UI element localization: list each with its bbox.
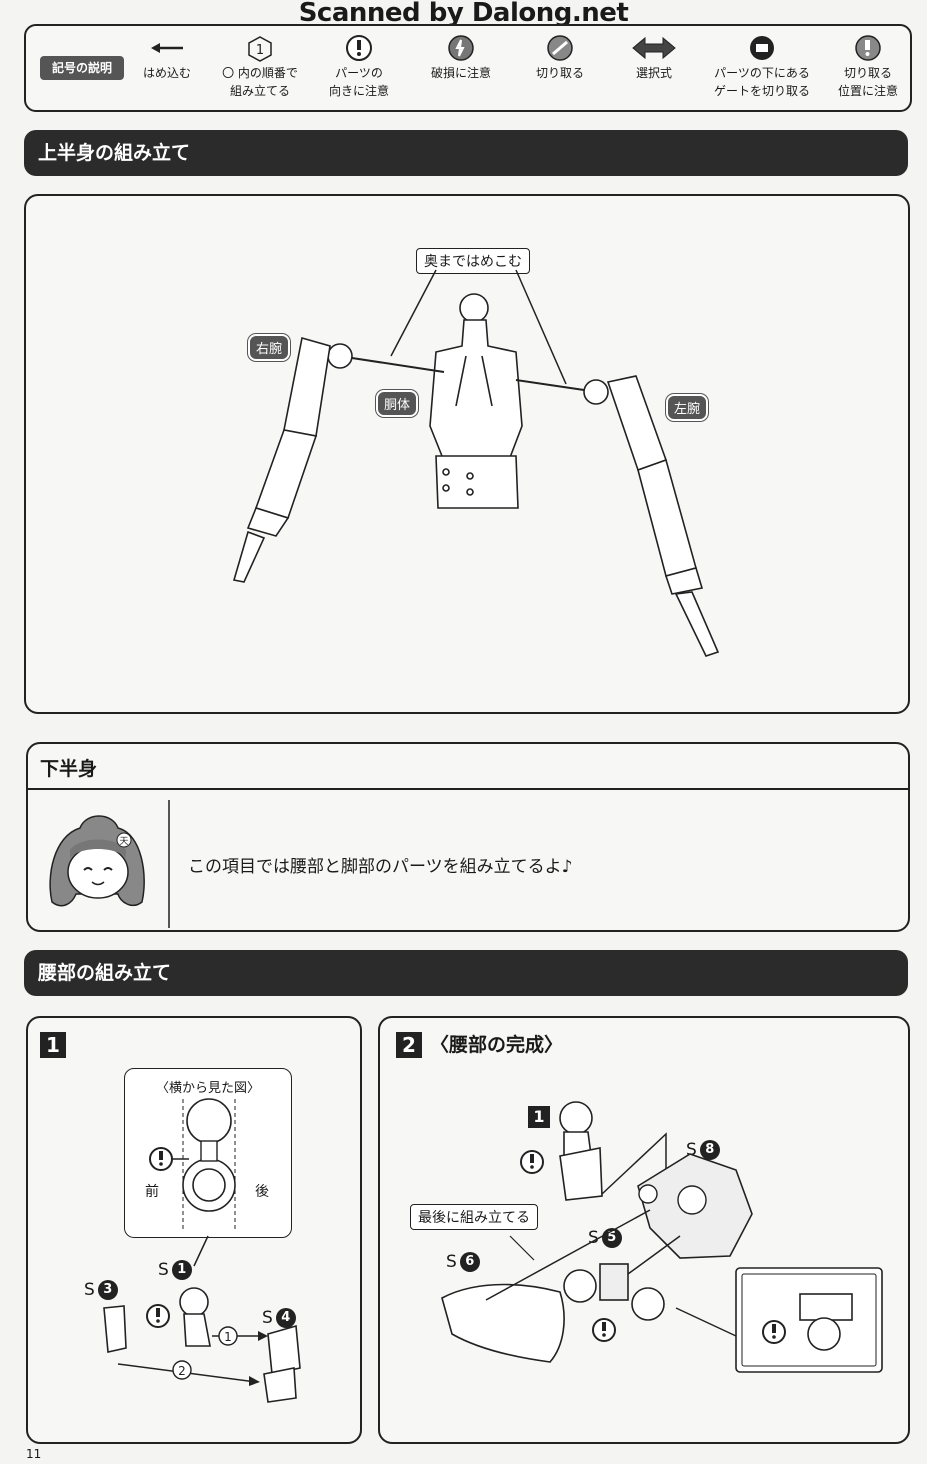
legend-item-orientation: パーツの 向きに注意 — [318, 34, 400, 100]
legend-item-choice: 選択式 — [616, 34, 692, 82]
front-label: 前 — [145, 1184, 159, 1200]
label-torso: 胴体 — [376, 390, 419, 417]
arrow-left-icon — [151, 43, 183, 53]
page-number: 11 — [26, 1447, 42, 1461]
symbol-legend: 記号の説明 はめ込む 1 〇 内の順番で 組み立てる パーツの 向きに注意 破損… — [24, 24, 912, 112]
step-number: 1 — [40, 1032, 66, 1058]
label-right-arm: 右腕 — [248, 334, 291, 361]
ref-step-1-badge: 1 — [528, 1106, 550, 1128]
circled-number-icon: 1 — [248, 36, 272, 62]
cut-icon — [547, 35, 573, 61]
legend-item-cut-position: 切り取る 位置に注意 — [828, 34, 908, 100]
legend-item-insert: はめ込む — [131, 34, 203, 82]
legend-item-order: 1 〇 内の順番で 組み立てる — [214, 34, 306, 100]
damage-icon — [448, 35, 474, 61]
legend-item-damage: 破損に注意 — [418, 34, 504, 82]
callout-insert-fully: 奥まではめこむ — [416, 248, 530, 274]
cut-position-icon — [855, 35, 881, 61]
callout-assemble-last: 最後に組み立てる — [410, 1204, 538, 1230]
divider — [168, 800, 170, 928]
divider — [28, 788, 908, 790]
upper-body-illustration — [232, 269, 720, 657]
back-label: 後 — [255, 1184, 269, 1200]
gate-cut-icon — [750, 36, 774, 60]
torso-part — [429, 293, 523, 509]
svg-text:1: 1 — [256, 43, 264, 58]
watermark: Scanned by Dalong.net — [298, 0, 629, 28]
side-view-diagram — [149, 1098, 236, 1231]
section-heading-waist: 腰部の組み立て — [24, 950, 908, 996]
side-view-box: 〈横から見た図〉 前 後 — [124, 1068, 292, 1238]
side-view-title: 〈横から見た図〉 — [155, 1081, 260, 1096]
lower-body-note: この項目では腰部と脚部のパーツを組み立てるよ♪ — [188, 857, 573, 877]
right-arm-part — [232, 336, 445, 583]
lower-body-title: 下半身 — [40, 758, 98, 780]
svg-text:1: 1 — [224, 1330, 232, 1344]
svg-text:天: 天 — [119, 837, 128, 847]
step-1-diagram: 1 2 — [103, 1235, 301, 1403]
svg-text:2: 2 — [178, 1364, 186, 1378]
mascot-avatar: 天 — [49, 815, 145, 907]
legend-item-gate: パーツの下にある ゲートを切り取る — [706, 34, 818, 100]
upper-body-panel: 奥まではめこむ 右腕 胴体 左腕 — [24, 194, 910, 714]
left-arm-part — [515, 375, 720, 657]
label-left-arm: 左腕 — [666, 394, 709, 421]
section-heading-upper-body: 上半身の組み立て — [24, 130, 908, 176]
legend-item-cut: 切り取る — [520, 34, 600, 82]
legend-title: 記号の説明 — [40, 56, 124, 80]
step-number: 2 — [396, 1032, 422, 1058]
step-2-diagram — [441, 1101, 883, 1373]
exclamation-icon — [346, 35, 372, 61]
step-2-title: 〈腰部の完成〉 — [430, 1034, 564, 1056]
lower-body-panel: 下半身 天 この項目では腰部と脚部のパーツを組み立てるよ♪ — [26, 742, 910, 932]
choice-arrow-icon — [632, 36, 676, 60]
